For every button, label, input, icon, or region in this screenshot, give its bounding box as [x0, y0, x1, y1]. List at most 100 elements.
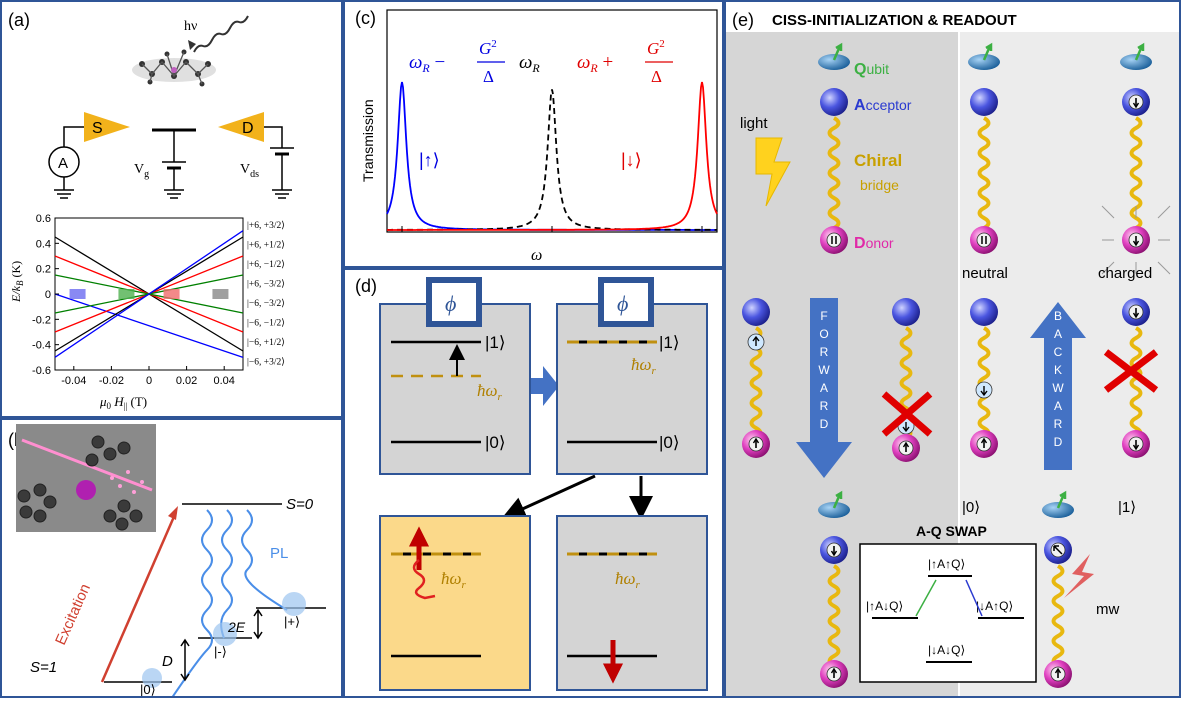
ammeter-ground-icon: [54, 177, 74, 199]
charge-ray: [1157, 205, 1171, 219]
forward-letter: F: [820, 309, 827, 323]
d-label: D: [162, 653, 173, 670]
mw-lightning-icon: [1064, 554, 1094, 598]
forward-letter: R: [820, 345, 829, 359]
photon-label: hν: [184, 19, 197, 34]
panel-a-label: (a): [8, 10, 30, 30]
legend-entry: |+6, −3/2⟩: [247, 279, 285, 290]
spin-pair-site-icon: [826, 232, 842, 248]
s0-label: S=0: [286, 496, 314, 513]
charged-label: charged: [1098, 265, 1152, 282]
omega-plus-frac-den: Δ: [651, 67, 662, 86]
forward-arrow-icon: [796, 298, 852, 478]
donor-pair-top-left: [831, 236, 837, 244]
plus-state-dot: [282, 592, 306, 616]
panel-d: (d) ϕ |1⟩ ħωr |0⟩ ϕ |1⟩ ħωr |0⟩ ħωr ħωr: [343, 268, 724, 698]
crossing-marker-1: [118, 289, 135, 299]
state-box-4: [556, 515, 708, 691]
spin-head-icon: [1132, 240, 1140, 247]
panel-e: (e) CISS-INITIALIZATION & READOUT Qubit …: [724, 0, 1181, 698]
qubit-spin-arrow-icon: [1056, 490, 1067, 509]
panel-a: (a) hν S D A Vg Vds -0.04-: [0, 0, 343, 418]
electron-spin-up-icon: [752, 335, 760, 346]
molecule-diagrams: [742, 42, 1171, 688]
qubit-spin-arrow-icon: [832, 490, 843, 509]
spin-pair-site-icon: [976, 232, 992, 248]
state-box-1: [379, 303, 531, 475]
legend-entry: |−6, +3/2⟩: [247, 357, 285, 368]
emission-wave-icon: [412, 559, 436, 600]
ket-zero-label: |0⟩: [140, 682, 156, 696]
zeeman-xlabel: μ0 H|| (T): [99, 394, 147, 411]
circuit-wire-left: [63, 126, 84, 147]
ket-up-label: |↑⟩: [419, 150, 440, 170]
phi-box-1: [426, 277, 482, 327]
vds-label: Vds: [240, 162, 259, 180]
y-tick-label: -0.4: [32, 340, 51, 352]
panel-d-label: (d): [355, 276, 377, 296]
d-splitting-arrow: [180, 638, 190, 682]
excitation-arrow: [100, 511, 178, 683]
crossing-marker-2: [163, 289, 180, 299]
swap-transition-blue: [965, 579, 983, 617]
qubit-label: Qubit: [854, 61, 889, 78]
zeeman-ylabel: E/kB (K): [9, 261, 25, 303]
pl-wave-3: [241, 509, 288, 611]
backward-letter: R: [1054, 417, 1063, 431]
acceptor-mid-3: [970, 298, 998, 326]
zeeman-line-3: [54, 293, 244, 358]
zeeman-line-7: [54, 230, 244, 358]
bridge-mid-4: [1129, 326, 1143, 440]
emission-up-arrow-icon: [408, 526, 430, 570]
x-tick-label: -0.04: [61, 375, 86, 387]
s1-label: S=1: [30, 659, 57, 676]
y-tick-label: 0.4: [36, 238, 51, 250]
phi-label-1: ϕ: [445, 291, 456, 316]
ket1-box1: |1⟩: [485, 333, 506, 352]
transmission-ylabel: Transmission: [360, 99, 376, 182]
panel-b: (b) S=0 Excitation PL D 2E S=1 |0⟩ |-⟩ |…: [0, 418, 343, 701]
backward-letter: A: [1054, 327, 1062, 341]
panel-e-figure: (e) CISS-INITIALIZATION & READOUT Qubit …: [726, 10, 1179, 696]
legend-entry: |−6, −3/2⟩: [247, 298, 285, 309]
spin-head-icon: [1132, 312, 1140, 319]
electron-spin-down-icon: [980, 386, 988, 397]
excitation-label: Excitation: [52, 581, 94, 647]
crossing-marker-3: [212, 289, 229, 299]
omega-r-label: ωR: [519, 52, 540, 75]
spin-head-icon: [902, 441, 910, 448]
omega-minus-frac-num: G2: [479, 38, 497, 58]
phi-box-2: [598, 277, 654, 327]
transmission-frame: [386, 9, 718, 233]
qubit-bottom-right: [1042, 502, 1074, 518]
backward-letter: A: [1054, 399, 1062, 413]
forward-letter: D: [820, 417, 829, 431]
legend-entry: |+6, +3/2⟩: [247, 220, 285, 231]
neutral-label: neutral: [962, 265, 1008, 282]
y-tick-label: -0.2: [32, 314, 51, 326]
backward-letter: B: [1054, 309, 1062, 323]
donor-label: Donor: [854, 235, 894, 252]
x-tick-label: 0.04: [213, 375, 234, 387]
qubit-top-left: [818, 54, 850, 70]
hw-label-box2: ħωr: [631, 355, 657, 377]
bridge-top-left: [827, 116, 841, 230]
state-box-3: [379, 515, 531, 691]
transfer-arrow-icon: [531, 366, 559, 406]
ammeter-label: A: [58, 155, 68, 172]
spin-down-arrow-icon: [602, 640, 624, 684]
qubit-spin-arrow-icon: [832, 42, 843, 61]
legend-entry: |+6, −1/2⟩: [247, 259, 285, 270]
backward-arrow-icon: [1030, 302, 1086, 470]
spin-head-icon: [830, 550, 838, 557]
swap-left-label: |↑A↓Q⟩: [866, 599, 903, 613]
minus-state-dot: [213, 622, 237, 646]
hw-label-box1: ħωr: [477, 381, 503, 403]
gate-battery-icon: [152, 128, 196, 199]
panel-e-title: CISS-INITIALIZATION & READOUT: [772, 12, 1017, 29]
backward-letter: K: [1054, 363, 1062, 377]
omega-minus-label: ωR −: [409, 52, 445, 75]
y-tick-label: 0.6: [36, 213, 51, 225]
backward-letter: C: [1054, 345, 1063, 359]
